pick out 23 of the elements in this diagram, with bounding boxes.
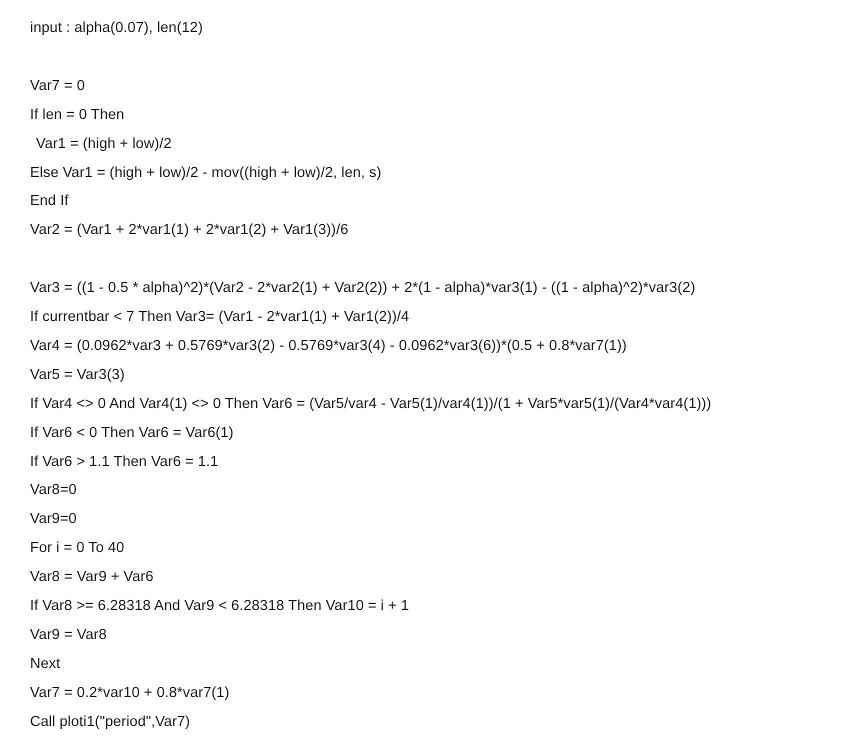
code-line: Var3 = ((1 - 0.5 * alpha)^2)*(Var2 - 2*var2(1) + Var2(2)) + 2*(1 - alpha)*var3(1) - ((1 - alpha)^2)*var3(2) xyxy=(30,279,696,298)
code-line: Var7 = 0.2*var10 + 0.8*var7(1) xyxy=(30,684,230,702)
code-line: Next xyxy=(30,654,60,673)
code-line: Var7 = 0 xyxy=(30,76,85,95)
code-line: Var8 = Var9 + Var6 xyxy=(30,568,154,586)
code-line: Var8=0 xyxy=(30,481,77,500)
code-line: If len = 0 Then xyxy=(30,106,124,124)
code-line: If currentbar < 7 Then Var3= (Var1 - 2*var1(1) + Var1(2))/4 xyxy=(30,308,410,326)
code-line: Var2 = (Var1 + 2*var1(1) + 2*var1(2) + Var1(3))/6 xyxy=(30,221,348,240)
code-line: End If xyxy=(30,192,68,210)
code-line: If Var6 > 1.1 Then Var6 = 1.1 xyxy=(30,452,218,470)
code-line: For i = 0 To 40 xyxy=(30,539,124,558)
code-line: Var9 = Var8 xyxy=(30,626,107,644)
code-line: If Var8 >= 6.28318 And Var9 < 6.28318 Then Var10 = i + 1 xyxy=(30,597,409,615)
code-line: input : alpha(0.07), len(12) xyxy=(30,19,203,37)
code-line: If Var6 < 0 Then Var6 = Var6(1) xyxy=(30,424,234,442)
code-line: Var4 = (0.0962*var3 + 0.5769*var3(2) - 0.5769*var3(4) - 0.0962*var3(6))*(0.5 + 0.8*var7(1)) xyxy=(30,336,627,355)
code-line: Else Var1 = (high + low)/2 - mov((high + low)/2, len, s) xyxy=(30,164,382,182)
code-line: Var5 = Var3(3) xyxy=(30,366,125,384)
code-line: Var9=0 xyxy=(30,510,77,528)
code-line: Call ploti1("period",Var7) xyxy=(30,712,190,731)
code-line: If Var4 <> 0 And Var4(1) <> 0 Then Var6 = (Var5/var4 - Var5(1)/var4(1))/(1 + Var5*var5(1)/(Var4*var4(1))) xyxy=(30,394,712,413)
code-line: Var1 = (high + low)/2 xyxy=(36,134,172,153)
